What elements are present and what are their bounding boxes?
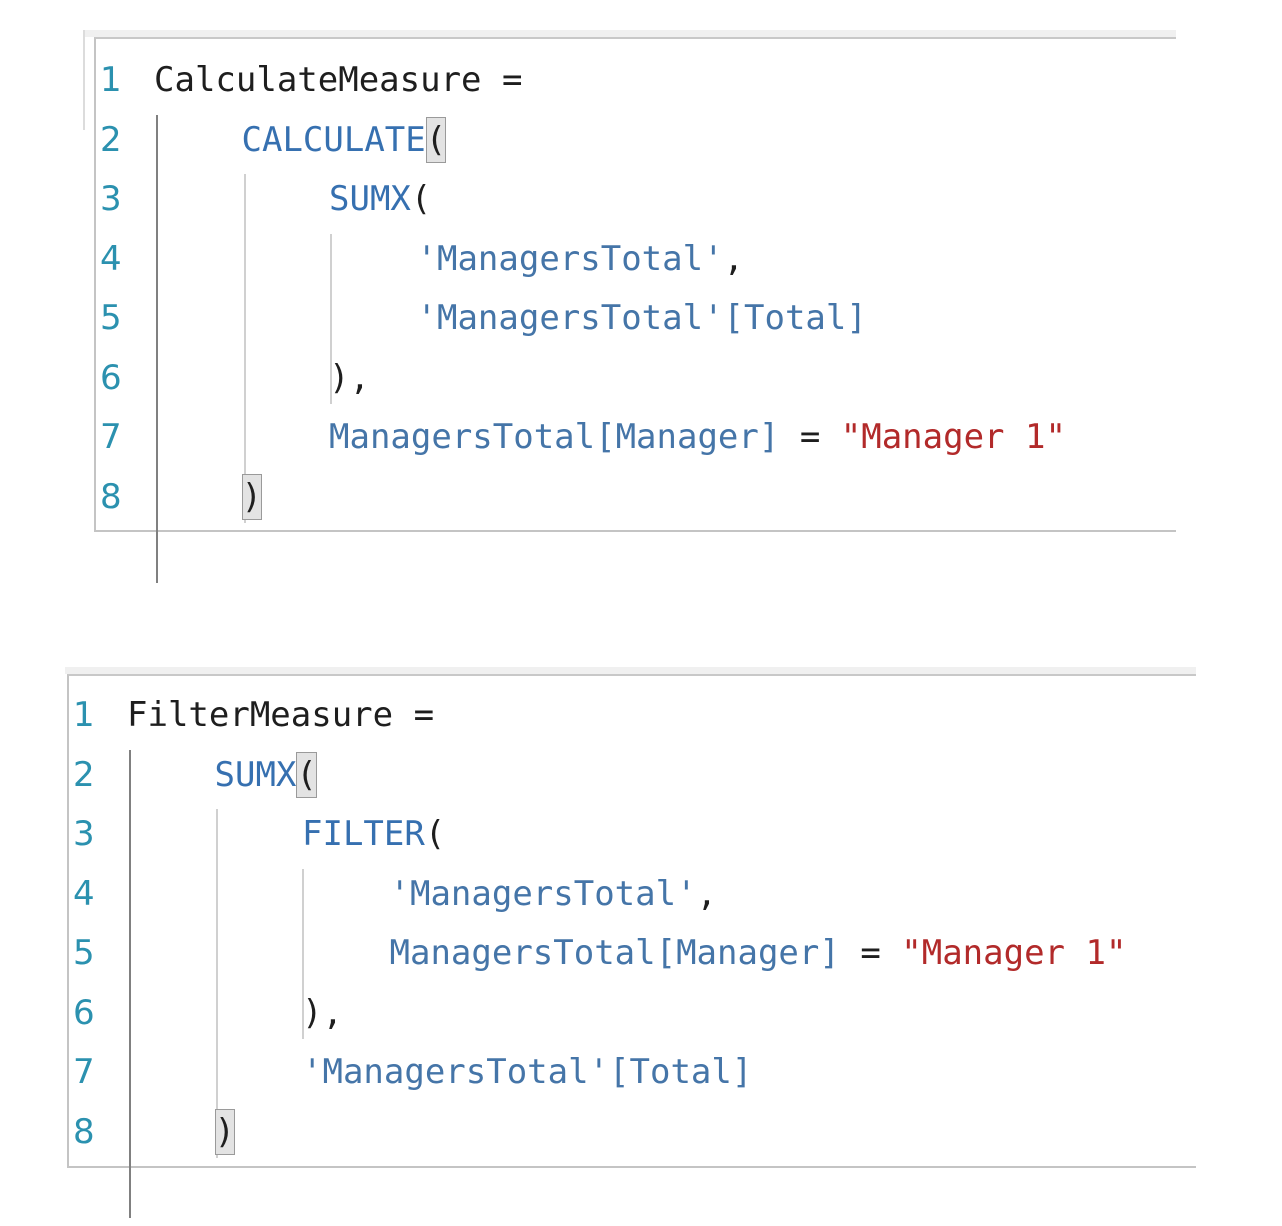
line-number: 7 <box>73 1052 95 1092</box>
punctuation-token: ) <box>241 473 262 520</box>
code-line[interactable]: 8) <box>69 1103 1196 1162</box>
code-line[interactable]: 5 ManagersTotal[Manager] = "Manager 1" <box>69 924 1196 983</box>
editor-left-edge <box>83 30 85 130</box>
indent-guide <box>302 868 304 1039</box>
code-text: ManagersTotal[Manager] = "Manager 1" <box>329 408 1066 467</box>
string-token: "Manager 1" <box>840 417 1066 457</box>
code-text: FilterMeasure = <box>127 686 434 745</box>
code-line[interactable]: 2 CALCULATE( <box>96 111 1176 170</box>
punctuation-token: = <box>393 695 435 735</box>
string-token: "Manager 1" <box>901 933 1127 973</box>
line-number: 3 <box>73 814 95 854</box>
punctuation-token: CalculateMeasure <box>154 60 482 100</box>
function-token: FILTER <box>302 814 425 854</box>
punctuation-token: ( <box>296 751 317 798</box>
table-token: 'ManagersTotal'[Total] <box>302 1052 753 1092</box>
table-token: 'ManagersTotal'[Total] <box>416 298 867 338</box>
punctuation-token: , <box>696 873 718 914</box>
line-number: 2 <box>100 119 122 160</box>
code-line[interactable]: 5 'ManagersTotal'[Total] <box>96 289 1176 348</box>
code-line[interactable]: 4 'ManagersTotal', <box>96 230 1176 289</box>
code-line[interactable]: 8) <box>96 468 1176 527</box>
line-number: 2 <box>73 754 95 795</box>
table-token: ManagersTotal[Manager] <box>389 933 840 973</box>
code-line[interactable]: 6), <box>69 984 1196 1043</box>
line-number: 5 <box>73 933 95 973</box>
code-line[interactable]: 3 SUMX( <box>96 170 1176 229</box>
code-text: SUMX( <box>329 170 431 229</box>
code-line[interactable]: 6), <box>96 349 1176 408</box>
table-token: ManagersTotal[Manager] <box>329 417 780 457</box>
line-number: 7 <box>100 417 122 457</box>
code-text: 'ManagersTotal', <box>390 865 718 924</box>
line-number: 6 <box>73 992 95 1033</box>
editor-top-bar <box>65 667 1196 674</box>
code-text: CALCULATE( <box>242 111 447 170</box>
code-line[interactable]: 1 CalculateMeasure = <box>96 51 1176 110</box>
code-text: 'ManagersTotal'[Total] <box>417 289 867 348</box>
punctuation-token: ( <box>425 116 447 163</box>
code-text: CalculateMeasure = <box>154 51 522 110</box>
code-text: SUMX( <box>215 746 317 805</box>
line-number: 1 <box>73 695 95 735</box>
function-token: CALCULATE <box>241 119 426 160</box>
function-token: SUMX <box>214 754 297 795</box>
code-text: ) <box>214 1103 235 1162</box>
line-number: 8 <box>100 476 122 517</box>
line-number: 1 <box>100 60 122 100</box>
punctuation-token: ) <box>214 1108 235 1155</box>
punctuation-token: ( <box>424 814 446 854</box>
punctuation-token: = <box>481 60 523 100</box>
indent-guide <box>156 114 158 583</box>
code-line[interactable]: 4 'ManagersTotal', <box>69 865 1196 924</box>
code-text: 'ManagersTotal', <box>417 230 745 289</box>
code-text: 'ManagersTotal'[Total] <box>302 1043 752 1102</box>
line-number: 3 <box>100 179 122 219</box>
punctuation-token: ( <box>410 179 432 219</box>
code-line[interactable]: 1 FilterMeasure = <box>69 686 1196 745</box>
code-text: ) <box>241 468 262 527</box>
punctuation-token: = <box>779 417 841 457</box>
line-number: 4 <box>100 238 122 279</box>
punctuation-token: = <box>839 933 902 973</box>
code-text: ManagersTotal[Manager] = "Manager 1" <box>390 924 1127 983</box>
editor-top-bar <box>84 30 1176 37</box>
punctuation-token: ), <box>302 992 343 1033</box>
indent-guide <box>330 233 332 404</box>
punctuation-token: FilterMeasure <box>127 695 394 735</box>
code-line[interactable]: 3 FILTER( <box>69 805 1196 864</box>
punctuation-token: , <box>723 238 745 279</box>
code-line[interactable]: 7 ManagersTotal[Manager] = "Manager 1" <box>96 408 1176 467</box>
code-text: ), <box>329 349 370 408</box>
line-number: 8 <box>73 1111 95 1152</box>
code-text: FILTER( <box>302 805 445 864</box>
code-text: ), <box>302 984 343 1043</box>
indent-guide <box>216 809 218 1158</box>
line-number: 5 <box>100 298 122 338</box>
indent-guide <box>129 749 131 1218</box>
line-number: 4 <box>73 873 95 914</box>
table-token: 'ManagersTotal' <box>416 238 724 279</box>
function-token: SUMX <box>329 179 411 219</box>
code-line[interactable]: 7 'ManagersTotal'[Total] <box>69 1043 1196 1102</box>
table-token: 'ManagersTotal' <box>389 873 697 914</box>
line-number: 6 <box>100 357 122 398</box>
indent-guide <box>244 174 246 523</box>
punctuation-token: ), <box>329 357 370 398</box>
code-line[interactable]: 2 SUMX( <box>69 746 1196 805</box>
